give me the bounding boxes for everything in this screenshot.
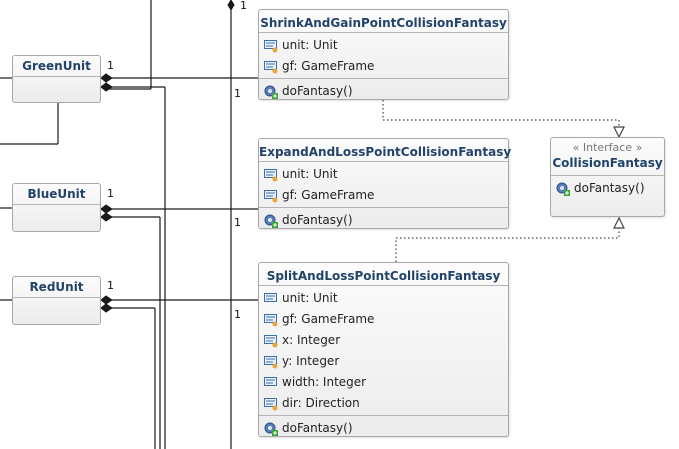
attribute-row[interactable]: gf: GameFrame: [259, 56, 508, 77]
operation-section: doFantasy(): [259, 208, 508, 232]
class-name: RedUnit: [13, 277, 100, 298]
attribute-section: unit: Unit gf: GameFrame: [259, 33, 508, 79]
attribute-text: dir: Direction: [282, 396, 360, 410]
field-icon: [264, 292, 277, 302]
class-name: SplitAndLossPointCollisionFantasy: [259, 263, 508, 286]
attribute-text: unit: Unit: [282, 38, 338, 52]
interface-header: « Interface » CollisionFantasy: [551, 138, 664, 176]
class-name: BlueUnit: [13, 184, 100, 205]
method-icon: [264, 214, 278, 228]
method-icon: [264, 85, 278, 99]
attribute-row[interactable]: width: Integer: [259, 372, 508, 393]
field-icon: [264, 313, 278, 326]
class-split-fantasy[interactable]: SplitAndLossPointCollisionFantasy unit: …: [258, 262, 509, 437]
field-icon: [264, 376, 277, 386]
operation-row[interactable]: doFantasy(): [259, 81, 508, 102]
operation-row[interactable]: doFantasy(): [551, 178, 664, 199]
multiplicity-green: 1: [107, 59, 114, 72]
method-icon: [556, 182, 570, 196]
interface-name: CollisionFantasy: [552, 156, 663, 170]
class-expand-fantasy[interactable]: ExpandAndLossPointCollisionFantasy unit:…: [258, 138, 511, 232]
attribute-row[interactable]: gf: GameFrame: [259, 185, 508, 206]
field-icon: [264, 189, 278, 202]
method-icon: [264, 422, 278, 436]
operation-text: doFantasy(): [282, 84, 353, 98]
attribute-text: unit: Unit: [282, 167, 338, 181]
multiplicity-top: 1: [240, 0, 247, 12]
class-red-unit[interactable]: RedUnit: [12, 276, 101, 325]
attribute-section: unit: Unit gf: GameFrame: [259, 162, 508, 208]
operation-row[interactable]: doFantasy(): [259, 418, 508, 439]
operation-section: doFantasy(): [259, 79, 508, 103]
field-icon: [264, 39, 278, 52]
interface-collision-fantasy[interactable]: « Interface » CollisionFantasy doFantasy…: [550, 137, 665, 217]
attribute-text: gf: GameFrame: [282, 312, 375, 326]
class-name: ExpandAndLossPointCollisionFantasy: [259, 139, 511, 162]
attribute-text: gf: GameFrame: [282, 188, 375, 202]
class-name: ShrinkAndGainPointCollisionFantasy: [259, 10, 508, 33]
interface-stereotype: « Interface »: [572, 141, 643, 154]
operation-section: doFantasy(): [551, 176, 664, 200]
multiplicity-shrink: 1: [234, 87, 241, 100]
operation-text: doFantasy(): [282, 421, 353, 435]
attribute-text: gf: GameFrame: [282, 59, 375, 73]
attribute-row[interactable]: x: Integer: [259, 330, 508, 351]
attribute-text: width: Integer: [282, 375, 367, 389]
attribute-row[interactable]: unit: Unit: [259, 164, 508, 185]
attribute-row[interactable]: dir: Direction: [259, 393, 508, 414]
operation-row[interactable]: doFantasy(): [259, 210, 508, 231]
operation-section: doFantasy(): [259, 416, 508, 440]
attribute-text: x: Integer: [282, 333, 341, 347]
class-green-unit[interactable]: GreenUnit: [12, 55, 101, 103]
attribute-text: y: Integer: [282, 354, 340, 368]
field-icon: [264, 334, 278, 347]
attribute-section: unit: Unit gf: GameFrame x: Integer y: I…: [259, 286, 508, 416]
attribute-row[interactable]: y: Integer: [259, 351, 508, 372]
operation-text: doFantasy(): [574, 181, 645, 195]
attribute-row[interactable]: unit: Unit: [259, 35, 508, 56]
attribute-row[interactable]: gf: GameFrame: [259, 309, 508, 330]
multiplicity-red: 1: [107, 279, 114, 292]
class-name: GreenUnit: [13, 56, 100, 77]
multiplicity-blue: 1: [107, 187, 114, 200]
field-icon: [264, 355, 278, 368]
field-icon: [264, 397, 278, 410]
multiplicity-expand: 1: [234, 216, 241, 229]
class-blue-unit[interactable]: BlueUnit: [12, 183, 101, 232]
field-icon: [264, 60, 278, 73]
class-shrink-fantasy[interactable]: ShrinkAndGainPointCollisionFantasy unit:…: [258, 9, 509, 100]
operation-text: doFantasy(): [282, 213, 353, 227]
attribute-text: unit: Unit: [282, 291, 338, 305]
multiplicity-split: 1: [234, 308, 241, 321]
attribute-row[interactable]: unit: Unit: [259, 288, 508, 309]
field-icon: [264, 168, 278, 181]
